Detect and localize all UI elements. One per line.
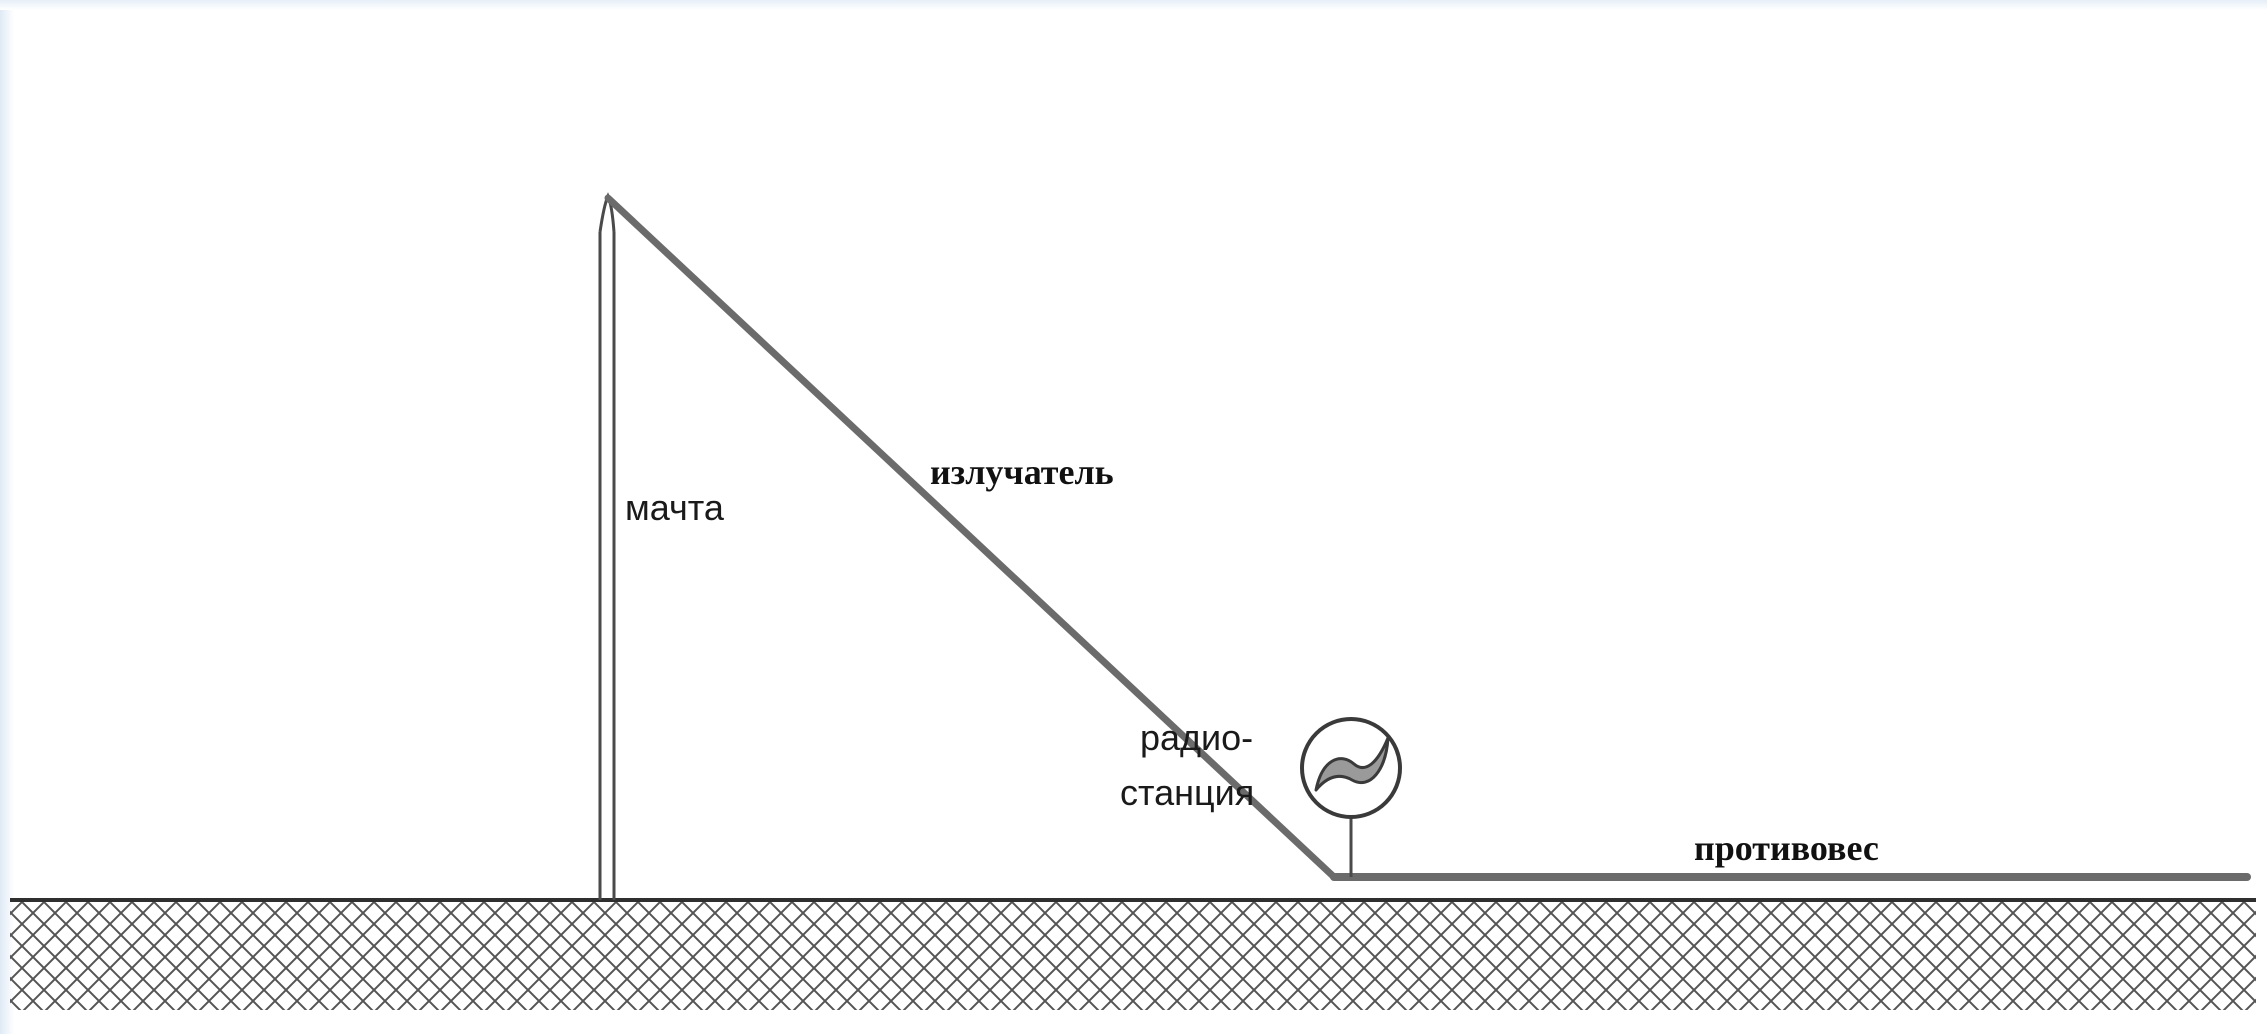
mast (598, 192, 616, 900)
counterweight-label: противовес (1694, 828, 1879, 868)
ground (10, 898, 2256, 1010)
radio-station (1300, 717, 1402, 877)
radio-station-label-line2: станция (1120, 772, 1254, 813)
radiator-label: излучатель (930, 452, 1114, 492)
sine-wave-circle-icon (1314, 736, 1390, 792)
radio-station-label-line1: радио- (1140, 717, 1253, 758)
radiator-wire (604, 194, 1338, 881)
ground-hatch (10, 902, 2256, 1010)
mast-label: мачта (625, 487, 725, 528)
